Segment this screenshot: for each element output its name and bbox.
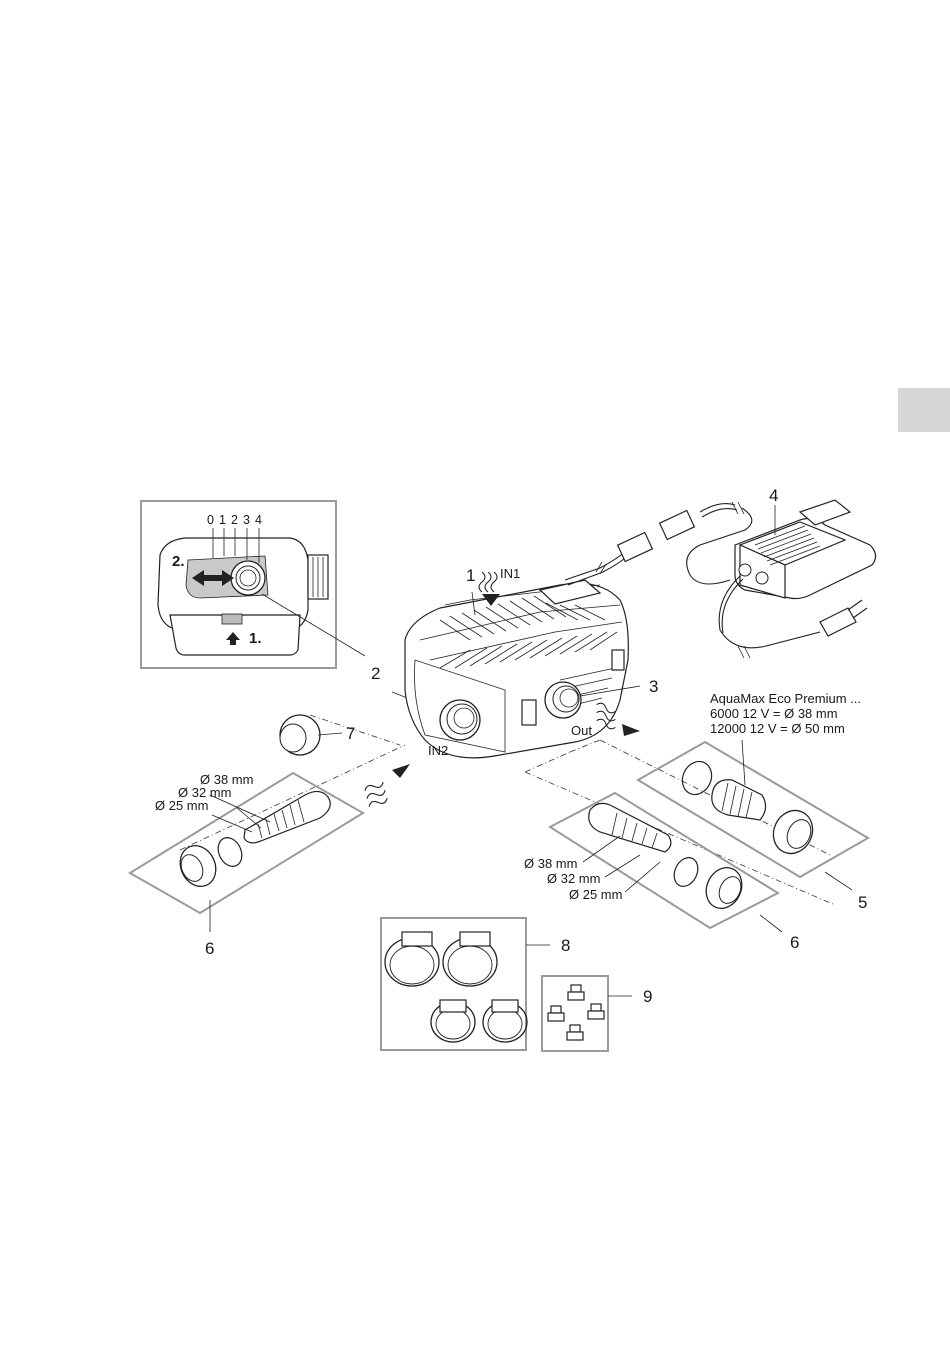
right-size-25: Ø 25 mm (569, 887, 622, 902)
scale-0: 0 (207, 513, 214, 527)
callout-6-right: 6 (790, 933, 799, 953)
inset-detail (141, 501, 336, 668)
callout-4: 4 (769, 486, 778, 506)
right-size-38: Ø 38 mm (524, 856, 577, 871)
right-size-32: Ø 32 mm (547, 871, 600, 886)
adapter-kit-5 (638, 740, 868, 890)
scale-4: 4 (255, 513, 262, 527)
callout-5: 5 (858, 893, 867, 913)
nut-part-7 (280, 715, 342, 755)
callout-2: 2 (371, 664, 380, 684)
inset-step-1: 1. (249, 630, 262, 647)
port-in2-label: IN2 (428, 743, 448, 758)
callout-3: 3 (649, 677, 658, 697)
model-note-line1: AquaMax Eco Premium ... (710, 691, 861, 706)
pump-body (405, 580, 628, 758)
hose-clamps-8 (381, 918, 550, 1050)
model-note-line3: 12000 12 V = Ø 50 mm (710, 721, 845, 736)
model-note-line2: 6000 12 V = Ø 38 mm (710, 706, 838, 721)
scale-2: 2 (231, 513, 238, 527)
callout-9: 9 (643, 987, 652, 1007)
rubber-feet-9 (542, 976, 632, 1051)
callout-6-left: 6 (205, 939, 214, 959)
scale-1: 1 (219, 513, 226, 527)
callout-8: 8 (561, 936, 570, 956)
callout-1: 1 (466, 566, 475, 586)
inset-step-2: 2. (172, 553, 185, 570)
port-out-label: Out (571, 723, 592, 738)
left-hose-kit (130, 773, 363, 932)
plug-icon (820, 600, 867, 636)
port-in1-label: IN1 (500, 566, 520, 581)
left-size-25: Ø 25 mm (155, 798, 208, 813)
scale-3: 3 (243, 513, 250, 527)
callout-7: 7 (346, 724, 355, 744)
